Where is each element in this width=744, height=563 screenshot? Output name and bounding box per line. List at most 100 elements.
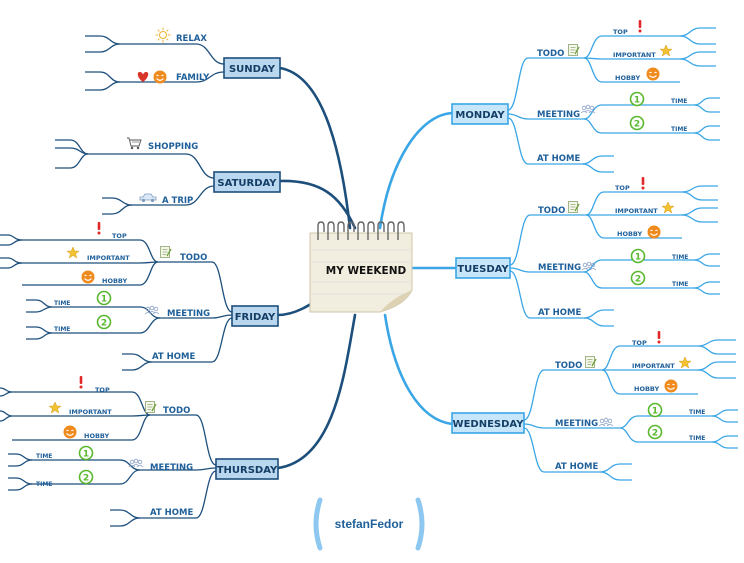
smiley-icon: [62, 424, 78, 440]
branch-wednesday: [383, 313, 454, 426]
svg-text:FRIDAY: FRIDAY: [235, 312, 276, 323]
label-at-home: AT HOME: [152, 352, 195, 362]
label-time: TIME: [54, 300, 70, 307]
label-time: TIME: [671, 126, 687, 133]
svg-text:THURSDAY: THURSDAY: [217, 465, 278, 476]
label-todo: TODO: [163, 406, 190, 416]
todo-note-icon: [584, 355, 597, 369]
spiral-rings: [317, 221, 405, 240]
label-important: IMPORTANT: [632, 362, 675, 370]
label-time: TIME: [672, 254, 688, 261]
branch-saturday: [278, 179, 357, 230]
svg-text:2: 2: [635, 275, 641, 285]
car-icon: [139, 193, 157, 203]
right-sub-branches: [507, 27, 738, 481]
exclamation-icon: [641, 177, 645, 190]
star-icon: [678, 356, 692, 369]
center-title: MY WEEKEND: [326, 265, 407, 277]
svg-text:2: 2: [83, 474, 89, 484]
label-top: TOP: [615, 184, 630, 192]
people-icon: [144, 305, 160, 315]
svg-text:1: 1: [635, 253, 641, 263]
label-time: TIME: [689, 435, 705, 442]
svg-text:2: 2: [652, 429, 658, 439]
center-note[interactable]: MY WEEKEND: [309, 221, 413, 313]
star-icon: [48, 401, 62, 414]
label-important: IMPORTANT: [613, 51, 656, 59]
label-important: IMPORTANT: [615, 207, 658, 215]
label-top: TOP: [112, 232, 127, 240]
smiley-icon: [645, 66, 661, 82]
svg-text:SATURDAY: SATURDAY: [217, 178, 277, 189]
exclamation-icon: [638, 20, 642, 33]
day-monday[interactable]: MONDAY: [451, 103, 509, 125]
label-meeting: MEETING: [538, 263, 581, 273]
people-icon: [598, 417, 614, 427]
marker-2: 2: [629, 115, 645, 131]
branch-thursday: [276, 313, 357, 470]
label-todo: TODO: [537, 49, 564, 59]
exclamation-icon: [657, 331, 661, 344]
smiley-icon: [152, 69, 168, 85]
label-hobby: HOBBY: [615, 74, 641, 82]
day-saturday[interactable]: SATURDAY: [213, 171, 281, 193]
svg-text:1: 1: [652, 407, 658, 417]
exclamation-icon: [79, 376, 83, 389]
todo-note-icon: [567, 200, 580, 214]
label-at-home: AT HOME: [537, 154, 580, 164]
label-meeting: MEETING: [150, 463, 193, 473]
marker-1: 1: [78, 445, 94, 461]
svg-text:2: 2: [634, 120, 640, 130]
label-top: TOP: [95, 386, 110, 394]
label-hobby: HOBBY: [84, 432, 110, 440]
people-icon: [580, 104, 596, 114]
label-time: TIME: [54, 326, 70, 333]
marker-1: 1: [647, 402, 663, 418]
main-branches: [276, 66, 458, 470]
label-top: TOP: [613, 28, 628, 36]
label-meeting: MEETING: [167, 309, 210, 319]
smiley-icon: [663, 378, 679, 394]
marker-2: 2: [630, 270, 646, 286]
svg-text:WEDNESDAY: WEDNESDAY: [453, 419, 525, 430]
day-thursday[interactable]: THURSDAY: [215, 458, 279, 480]
shopping-cart-icon: [126, 137, 142, 150]
left-sub-branches: [0, 35, 233, 527]
todo-note-icon: [144, 400, 157, 414]
label-at-home: AT HOME: [538, 308, 581, 318]
branch-sunday: [278, 66, 352, 230]
svg-text:1: 1: [634, 96, 640, 106]
label-top: TOP: [632, 339, 647, 347]
day-sunday[interactable]: SUNDAY: [223, 57, 281, 79]
exclamation-icon: [97, 222, 101, 235]
svg-text:SUNDAY: SUNDAY: [229, 64, 276, 75]
marker-2: 2: [96, 314, 112, 330]
todo-note-icon: [567, 43, 580, 57]
marker-2: 2: [647, 424, 663, 440]
label-at-home: AT HOME: [555, 462, 598, 472]
day-tuesday[interactable]: TUESDAY: [455, 257, 511, 279]
label-todo: TODO: [538, 206, 565, 216]
label-trip: A TRIP: [162, 196, 193, 206]
label-shopping: SHOPPING: [148, 142, 198, 152]
svg-text:MONDAY: MONDAY: [455, 110, 505, 121]
label-time: TIME: [36, 453, 52, 460]
marker-1: 1: [96, 290, 112, 306]
smiley-icon: [646, 224, 662, 240]
label-todo: TODO: [180, 253, 207, 263]
label-at-home: AT HOME: [150, 508, 193, 518]
day-wednesday[interactable]: WEDNESDAY: [451, 412, 525, 434]
label-hobby: HOBBY: [102, 277, 128, 285]
label-time: TIME: [672, 281, 688, 288]
label-hobby: HOBBY: [634, 385, 660, 393]
svg-text:TUESDAY: TUESDAY: [457, 264, 509, 275]
people-icon: [128, 458, 144, 468]
label-meeting: MEETING: [555, 419, 598, 429]
signature-text: stefanFedor: [335, 517, 404, 531]
day-friday[interactable]: FRIDAY: [231, 305, 279, 327]
todo-note-icon: [159, 245, 172, 259]
label-time: TIME: [36, 481, 52, 488]
svg-text:2: 2: [101, 319, 107, 329]
label-relax: RELAX: [176, 34, 207, 44]
